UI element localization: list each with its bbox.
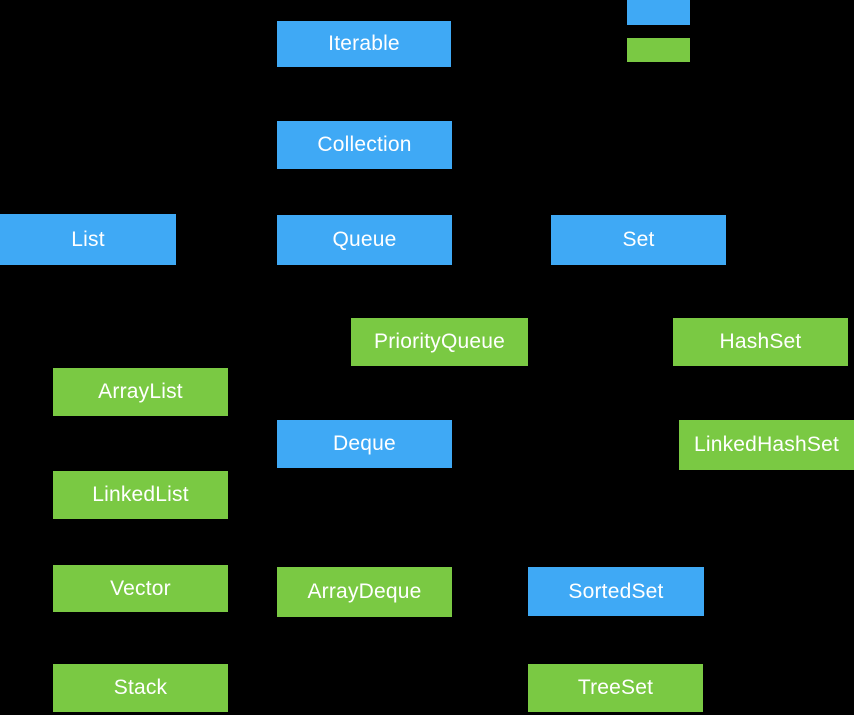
node-deque: Deque: [277, 420, 452, 468]
node-arraydeque: ArrayDeque: [277, 567, 452, 617]
node-vector: Vector: [53, 565, 228, 612]
node-queue: Queue: [277, 215, 452, 265]
node-list: List: [0, 214, 176, 265]
node-sortedset: SortedSet: [528, 567, 704, 616]
node-arraylist: ArrayList: [53, 368, 228, 416]
node-set: Set: [551, 215, 726, 265]
node-collection: Collection: [277, 121, 452, 169]
node-stack: Stack: [53, 664, 228, 712]
legend-class-swatch: [627, 38, 690, 62]
node-treeset: TreeSet: [528, 664, 703, 712]
legend-interface-swatch: [627, 0, 690, 25]
node-hashset: HashSet: [673, 318, 848, 366]
node-linkedlist: LinkedList: [53, 471, 228, 519]
node-iterable: Iterable: [277, 21, 451, 67]
node-linkedhashset: LinkedHashSet: [679, 420, 854, 470]
node-priorityqueue: PriorityQueue: [351, 318, 528, 366]
